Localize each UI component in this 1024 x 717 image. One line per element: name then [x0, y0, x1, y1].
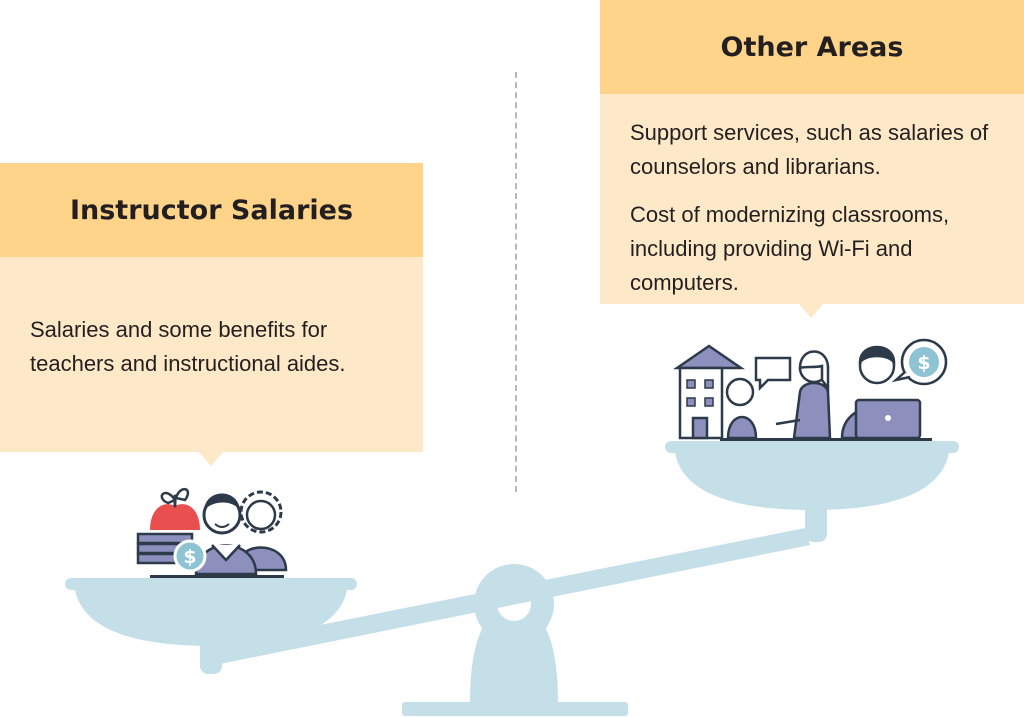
right-desk-line [720, 438, 932, 441]
left-desk-line [150, 575, 284, 578]
school-building-icon [672, 344, 746, 440]
speech-bubble-icon [754, 356, 792, 392]
other-areas-title: Other Areas [600, 0, 1024, 94]
teacher-icon [194, 493, 258, 576]
other-areas-card: Other Areas Support services, such as sa… [600, 0, 1024, 304]
svg-text:$: $ [917, 352, 930, 374]
center-divider [515, 72, 517, 492]
right-pan-icons: $ [672, 338, 948, 441]
instructor-salaries-card: Instructor Salaries Salaries and some be… [0, 163, 423, 452]
other-areas-body: Support services, such as salaries of co… [600, 94, 1024, 304]
right-card-pointer [799, 304, 823, 318]
left-pan-icons: $ [136, 488, 288, 578]
instructor-salaries-body: Salaries and some benefits for teachers … [0, 257, 423, 452]
dollar-bubble-icon: $ [891, 338, 948, 386]
dollar-coin-icon: $ [173, 539, 207, 573]
laptop-user-icon [840, 345, 922, 440]
left-card-pointer [199, 452, 223, 466]
svg-text:$: $ [183, 546, 196, 568]
other-areas-item-modernizing: Cost of modernizing classrooms, includin… [630, 202, 950, 295]
instructor-salaries-description: Salaries and some benefits for teachers … [30, 317, 346, 376]
other-areas-item-support: Support services, such as salaries of co… [630, 120, 989, 179]
sprouting-apple-icon [150, 488, 200, 530]
counselor-meeting-icon [725, 350, 832, 440]
balance-scale-icon [65, 441, 959, 716]
instructor-salaries-title: Instructor Salaries [0, 163, 423, 257]
